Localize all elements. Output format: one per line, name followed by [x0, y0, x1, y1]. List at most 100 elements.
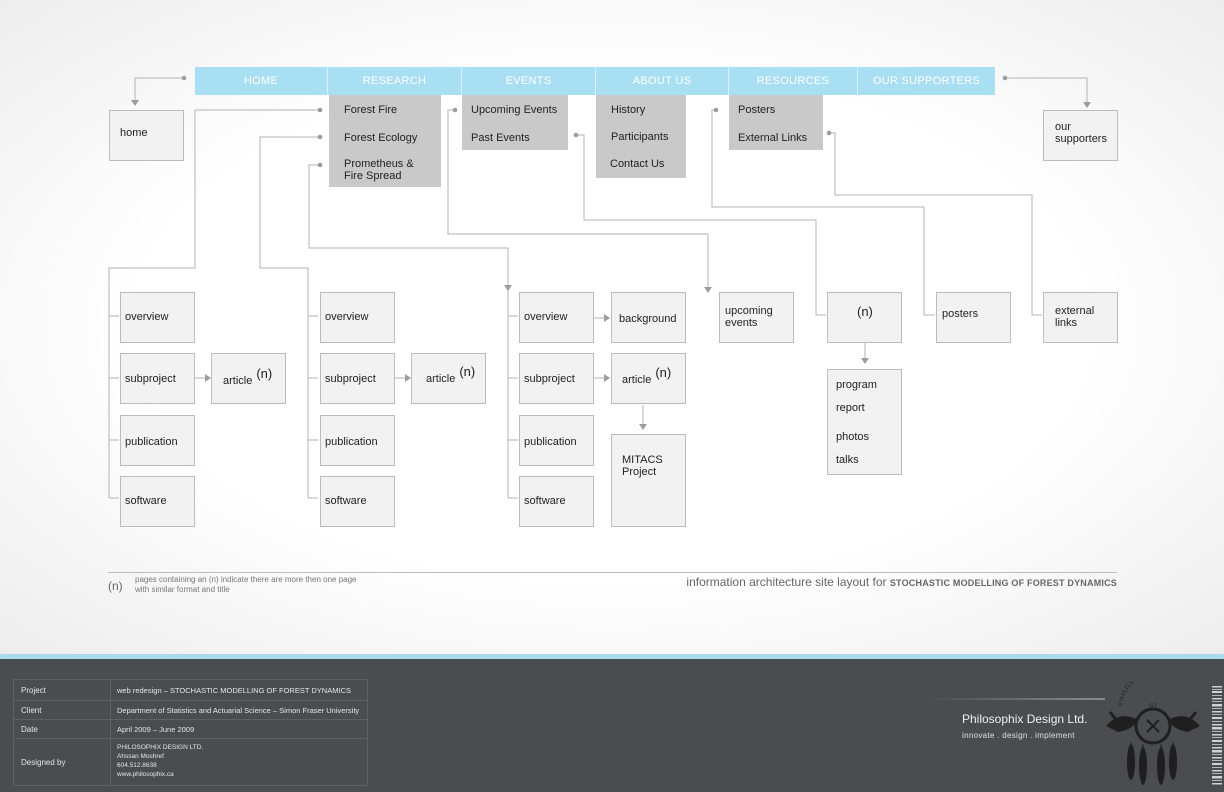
designed-line-1: PHILOSOPHIX DESIGN LTD. [117, 744, 204, 751]
philosophix-emblem-icon: PHILOSOPHIX 07 [1106, 682, 1200, 785]
pf-article-label: article [622, 374, 652, 386]
nav-our-supporters[interactable]: OUR SUPPORTERS [872, 75, 981, 87]
page-external-links[interactable]: external links [1043, 292, 1118, 343]
designed-line-3: 604.512.8638 [117, 762, 157, 769]
page-home-label: home [120, 127, 148, 139]
ff-overview[interactable]: overview [120, 292, 195, 343]
posters-label: posters [942, 308, 979, 320]
pf-subproject-label: subproject [524, 373, 575, 385]
page-past-event-detail[interactable]: program report photos talks [827, 369, 902, 475]
project-info-table: Project web redesign – STOCHASTIC MODELL… [13, 679, 368, 786]
ff-article[interactable]: article(n) [211, 353, 286, 404]
menu-forest-ecology[interactable]: Forest Ecology [344, 132, 418, 144]
pf-background-label: background [619, 313, 677, 325]
ff-subproject-label: subproject [125, 373, 176, 385]
menu-forest-fire[interactable]: Forest Fire [344, 104, 398, 116]
upcoming-label-2: events [725, 317, 758, 329]
info-client-key: Client [14, 701, 111, 719]
ff-publication[interactable]: publication [120, 415, 195, 466]
pf-article-n: (n) [655, 365, 672, 380]
caption-text: information architecture site layout for [686, 575, 887, 589]
menu-contact-us[interactable]: Contact Us [610, 158, 665, 170]
caption-bold: STOCHASTIC MODELLING OF FOREST DYNAMICS [889, 578, 1117, 588]
fe-subproject[interactable]: subproject [320, 353, 395, 404]
past-item-report[interactable]: report [836, 402, 865, 414]
past-events-n-label: (n) [857, 304, 873, 319]
pf-overview[interactable]: overview [519, 292, 594, 343]
ff-article-n: (n) [256, 366, 273, 381]
pf-subproject[interactable]: subproject [519, 353, 594, 404]
past-item-talks[interactable]: talks [836, 454, 859, 466]
legend-text-1: pages containing an (n) indicate there a… [135, 575, 357, 584]
resources-dropdown: Posters External Links [729, 95, 823, 150]
fe-publication[interactable]: publication [320, 415, 395, 466]
ff-software[interactable]: software [120, 476, 195, 527]
past-item-program[interactable]: program [836, 379, 877, 391]
footer [0, 659, 1224, 792]
info-project-key: Project [14, 680, 111, 700]
nav-home[interactable]: HOME [195, 67, 328, 95]
menu-history[interactable]: History [611, 104, 646, 116]
page-posters[interactable]: posters [936, 292, 1011, 343]
main-nav: HOME RESEARCH EVENTS ABOUT US RESOURCES … [195, 67, 995, 95]
past-item-photos[interactable]: photos [836, 431, 870, 443]
legend-divider [108, 572, 1117, 573]
page-past-events-n[interactable]: (n) [827, 292, 902, 343]
fe-subproject-label: subproject [325, 373, 376, 385]
nav-research[interactable]: RESEARCH [328, 67, 462, 95]
events-dropdown: Upcoming Events Past Events [462, 95, 568, 150]
menu-prometheus[interactable]: Prometheus & [344, 158, 414, 170]
nav-resources[interactable]: RESOURCES [729, 67, 858, 95]
page-home[interactable]: home [109, 110, 184, 161]
brand-name: Philosophix Design Ltd. [962, 712, 1088, 726]
info-date-value: April 2009 – June 2009 [117, 724, 195, 734]
menu-participants[interactable]: Participants [611, 131, 669, 143]
page-our-supporters-label-2: supporters [1055, 133, 1107, 145]
info-project-value: web redesign – STOCHASTIC MODELLING OF F… [117, 685, 351, 695]
pf-mitacs-project[interactable]: MITACS Project [611, 434, 686, 527]
ff-publication-label: publication [125, 436, 178, 448]
fe-article-n: (n) [459, 364, 476, 379]
upcoming-label-1: upcoming [725, 305, 773, 317]
fe-software[interactable]: software [320, 476, 395, 527]
brand-tagline: innovate . design . implement [962, 731, 1075, 740]
pf-mitacs-label-2: Project [622, 466, 657, 478]
page-upcoming-events[interactable]: upcoming events [719, 292, 794, 343]
research-dropdown: Forest Fire Forest Ecology Prometheus & … [329, 95, 441, 187]
menu-upcoming-events[interactable]: Upcoming Events [471, 104, 558, 116]
fe-article[interactable]: article(n) [411, 353, 486, 404]
designed-line-2: Ahssan Moshref [117, 753, 164, 760]
ff-software-label: software [125, 495, 167, 507]
accent-band [0, 654, 1224, 659]
fe-software-label: software [325, 495, 367, 507]
page-our-supporters-label-1: our [1055, 121, 1071, 133]
barcode-icon [1212, 686, 1222, 785]
pf-background[interactable]: background [611, 292, 686, 343]
menu-external-links[interactable]: External Links [738, 132, 808, 144]
ff-overview-label: overview [125, 311, 169, 323]
nav-events[interactable]: EVENTS [462, 67, 596, 95]
pf-software[interactable]: software [519, 476, 594, 527]
ff-subproject[interactable]: subproject [120, 353, 195, 404]
pf-article[interactable]: article(n) [611, 353, 686, 404]
menu-fire-spread[interactable]: Fire Spread [344, 170, 402, 182]
ff-article-label: article [223, 375, 253, 387]
pf-overview-label: overview [524, 311, 568, 323]
designed-line-4[interactable]: www.philosophix.ca [117, 771, 174, 778]
pf-software-label: software [524, 495, 566, 507]
page-our-supporters[interactable]: our supporters [1043, 110, 1118, 161]
fe-overview-label: overview [325, 311, 369, 323]
info-designed-key: Designed by [14, 739, 111, 785]
info-date-key: Date [14, 720, 111, 738]
pf-publication[interactable]: publication [519, 415, 594, 466]
emblem-year: 07 [1149, 703, 1157, 710]
external-label-2: links [1055, 317, 1078, 329]
nav-about-us[interactable]: ABOUT US [596, 67, 729, 95]
brand-divider [925, 698, 1105, 700]
legend-text-2: with similar format and title [135, 585, 230, 594]
diagram-caption: information architecture site layout for… [686, 575, 1117, 589]
pf-publication-label: publication [524, 436, 577, 448]
menu-past-events[interactable]: Past Events [471, 132, 530, 144]
menu-posters[interactable]: Posters [738, 104, 776, 116]
fe-overview[interactable]: overview [320, 292, 395, 343]
